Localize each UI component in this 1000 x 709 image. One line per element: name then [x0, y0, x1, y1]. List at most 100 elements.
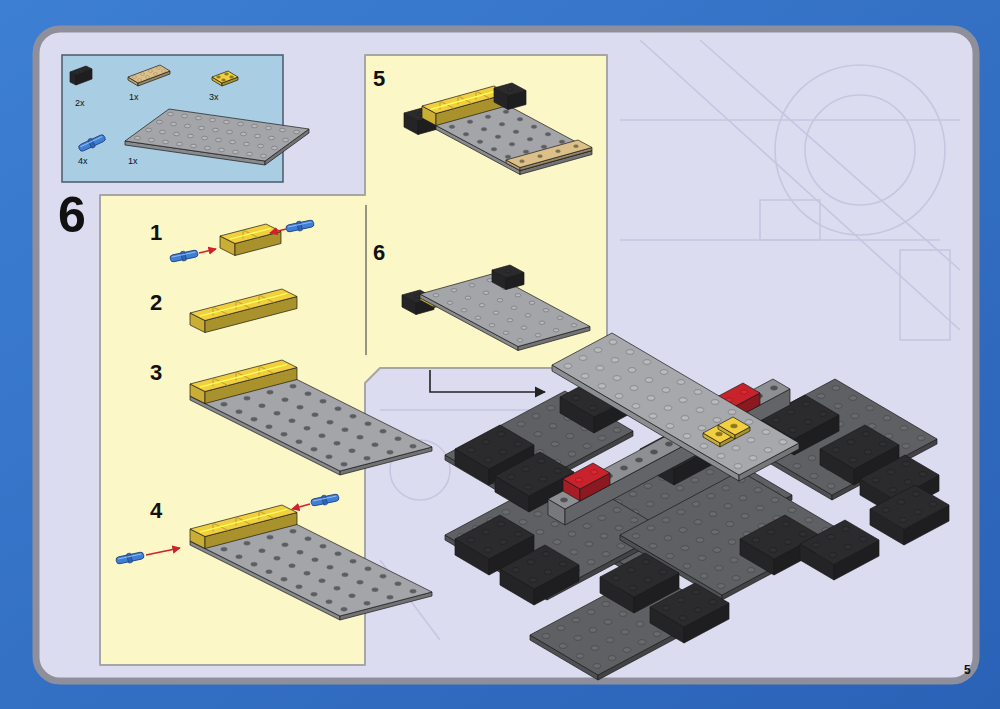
stud: [749, 456, 757, 461]
stud: [866, 406, 874, 411]
stud: [608, 656, 616, 661]
stud: [799, 532, 807, 537]
brick-face: [563, 463, 610, 489]
insert-arrow: [270, 229, 286, 233]
hole: [341, 607, 347, 611]
stud: [294, 130, 300, 134]
brick-face: [220, 224, 281, 244]
stud: [247, 152, 253, 156]
stud: [849, 458, 857, 463]
stud: [642, 560, 650, 565]
stud: [647, 396, 655, 401]
stud: [210, 118, 216, 122]
stud: [484, 458, 492, 463]
stud: [617, 544, 625, 549]
stud: [188, 134, 194, 138]
stud: [529, 578, 537, 583]
stud: [887, 470, 895, 475]
hinge-segment: [236, 517, 237, 525]
stud: [587, 610, 595, 615]
stud: [484, 548, 492, 553]
hole: [282, 543, 288, 547]
stud: [199, 126, 205, 130]
stud: [711, 530, 719, 535]
stud: [534, 512, 542, 517]
stud: [632, 404, 640, 409]
part-count: 2x: [75, 99, 85, 108]
hinge-segment: [458, 96, 459, 104]
hinge-brick: [190, 505, 297, 549]
hole: [620, 466, 627, 470]
stud: [700, 574, 708, 579]
stud: [517, 422, 525, 427]
hole: [289, 564, 295, 568]
brick: [870, 485, 949, 545]
pin-highlight: [172, 252, 195, 257]
stud: [535, 334, 541, 337]
stud: [626, 350, 634, 355]
pin-highlight: [313, 496, 336, 501]
blue-pin: [169, 248, 198, 263]
hole: [297, 405, 303, 409]
stud: [534, 432, 542, 437]
substep-2: [190, 289, 297, 333]
stud: [600, 534, 608, 539]
hole: [357, 580, 363, 584]
stud: [216, 138, 222, 142]
stud: [537, 459, 545, 464]
brick: [128, 65, 170, 86]
stud: [747, 568, 755, 573]
stud: [475, 316, 481, 319]
blue-pin: [285, 218, 314, 233]
stud: [897, 500, 905, 505]
hole: [513, 130, 519, 133]
stud: [525, 314, 531, 317]
stud: [233, 150, 239, 154]
stud: [168, 112, 174, 116]
brick-face: [495, 452, 574, 496]
stud: [574, 636, 582, 641]
hole: [380, 429, 386, 433]
stud: [679, 528, 687, 533]
blue-pin: [310, 492, 339, 507]
stud: [698, 556, 706, 561]
pin-collar: [297, 221, 303, 231]
stud: [899, 518, 907, 523]
substep-number: 4: [150, 500, 162, 522]
stud: [521, 326, 527, 329]
hinge-segment: [213, 523, 214, 531]
stud: [529, 301, 535, 304]
stud: [613, 508, 621, 513]
part-count: 3x: [209, 93, 219, 102]
illustration-part: [620, 119, 960, 121]
hole: [499, 123, 505, 126]
stud: [627, 568, 635, 573]
stud: [507, 475, 515, 480]
hole: [251, 562, 257, 566]
stud: [859, 537, 867, 542]
hole: [380, 574, 386, 578]
hole: [259, 404, 265, 408]
brick-face: [820, 425, 899, 469]
stud: [261, 154, 267, 158]
brick-face: [718, 417, 750, 435]
brick: [718, 417, 750, 439]
blue-pin: [77, 133, 106, 154]
parts-list: [70, 65, 309, 165]
hole: [350, 414, 356, 418]
stud: [465, 296, 471, 299]
stud: [621, 630, 629, 635]
stud: [882, 508, 890, 513]
stud: [133, 76, 137, 78]
stud: [709, 600, 717, 605]
stud: [677, 510, 685, 515]
divider-line: [366, 205, 367, 355]
pin-highlight: [80, 137, 102, 147]
hole: [326, 455, 332, 459]
stud: [666, 554, 674, 559]
hinge-brick: [190, 289, 297, 333]
stud: [630, 386, 638, 391]
stud: [532, 414, 540, 419]
hole: [517, 118, 523, 121]
hole: [477, 140, 483, 143]
